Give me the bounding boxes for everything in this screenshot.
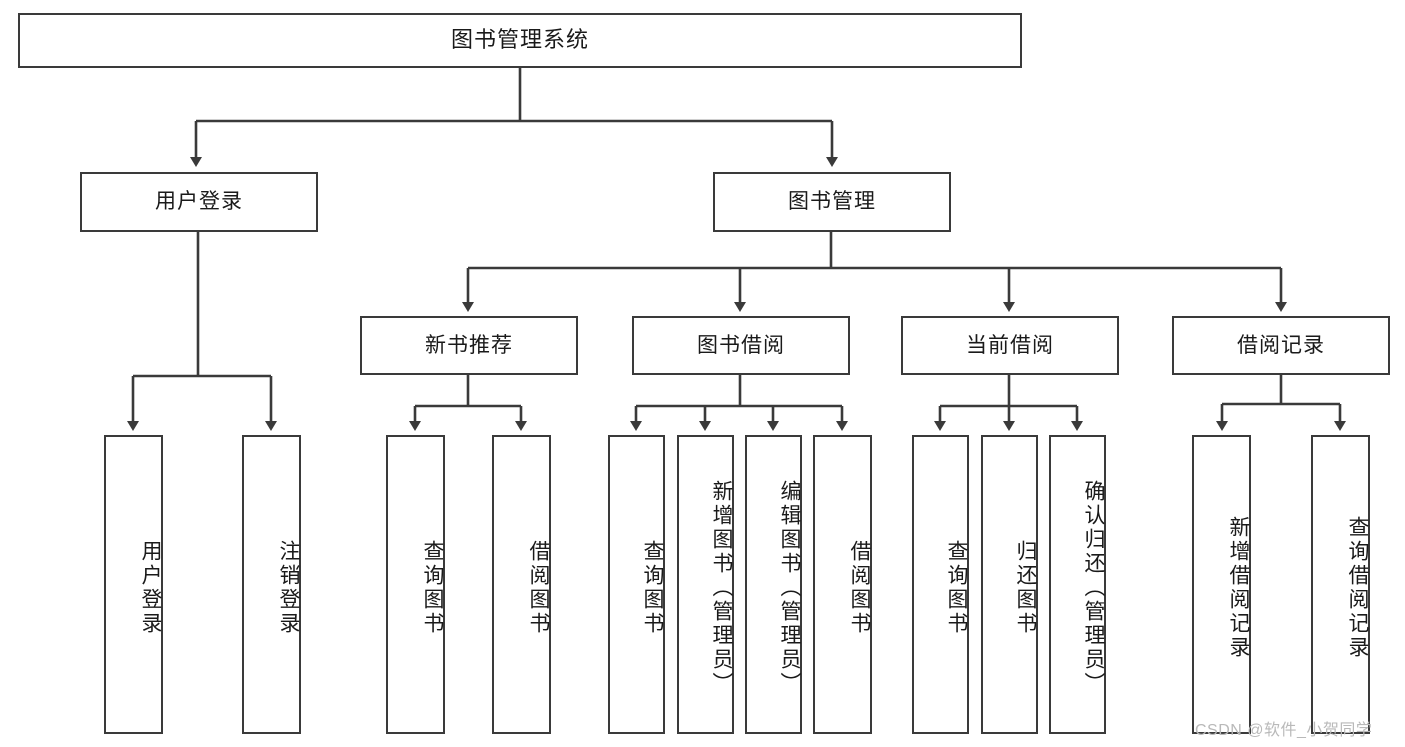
- leaf-label: 借阅图书: [527, 539, 550, 636]
- leaf-borrow-record-add-record[interactable]: 新增借阅记录: [1192, 435, 1251, 734]
- node-user-login[interactable]: 用户登录: [80, 172, 318, 232]
- leaf-label: 用户登录: [139, 539, 162, 636]
- leaf-user-login-signin[interactable]: 用户登录: [104, 435, 163, 734]
- leaf-book-borrow-borrow-book[interactable]: 借阅图书: [813, 435, 872, 734]
- csdn-watermark: CSDN @软件_小贺同学: [1195, 722, 1373, 739]
- leaf-borrow-record-query-record[interactable]: 查询借阅记录: [1311, 435, 1370, 734]
- leaf-label: 借阅图书: [848, 539, 871, 636]
- leaf-label: 编辑图书（管理员）: [778, 479, 801, 696]
- leaf-user-login-signout[interactable]: 注销登录: [242, 435, 301, 734]
- node-root-system[interactable]: 图书管理系统: [18, 13, 1022, 68]
- leaf-label: 新增借阅记录: [1227, 515, 1250, 660]
- leaf-current-borrow-confirm-return-admin[interactable]: 确认归还（管理员）: [1049, 435, 1106, 734]
- leaf-book-borrow-edit-book-admin[interactable]: 编辑图书（管理员）: [745, 435, 802, 734]
- leaf-label: 确认归还（管理员）: [1082, 479, 1105, 696]
- leaf-book-borrow-query-book[interactable]: 查询图书: [608, 435, 665, 734]
- leaf-label: 查询图书: [421, 539, 444, 636]
- leaf-new-book-query-book[interactable]: 查询图书: [386, 435, 445, 734]
- leaf-label: 查询借阅记录: [1346, 515, 1369, 660]
- leaf-new-book-borrow-book[interactable]: 借阅图书: [492, 435, 551, 734]
- leaf-label: 新增图书（管理员）: [710, 479, 733, 696]
- node-new-book-recommend[interactable]: 新书推荐: [360, 316, 578, 375]
- node-book-management[interactable]: 图书管理: [713, 172, 951, 232]
- node-current-borrow[interactable]: 当前借阅: [901, 316, 1119, 375]
- leaf-label: 注销登录: [277, 539, 300, 636]
- leaf-current-borrow-return-book[interactable]: 归还图书: [981, 435, 1038, 734]
- leaf-book-borrow-add-book-admin[interactable]: 新增图书（管理员）: [677, 435, 734, 734]
- leaf-current-borrow-query-book[interactable]: 查询图书: [912, 435, 969, 734]
- leaf-label: 归还图书: [1014, 539, 1037, 636]
- node-borrow-record[interactable]: 借阅记录: [1172, 316, 1390, 375]
- node-book-borrow[interactable]: 图书借阅: [632, 316, 850, 375]
- leaf-label: 查询图书: [945, 539, 968, 636]
- leaf-label: 查询图书: [641, 539, 664, 636]
